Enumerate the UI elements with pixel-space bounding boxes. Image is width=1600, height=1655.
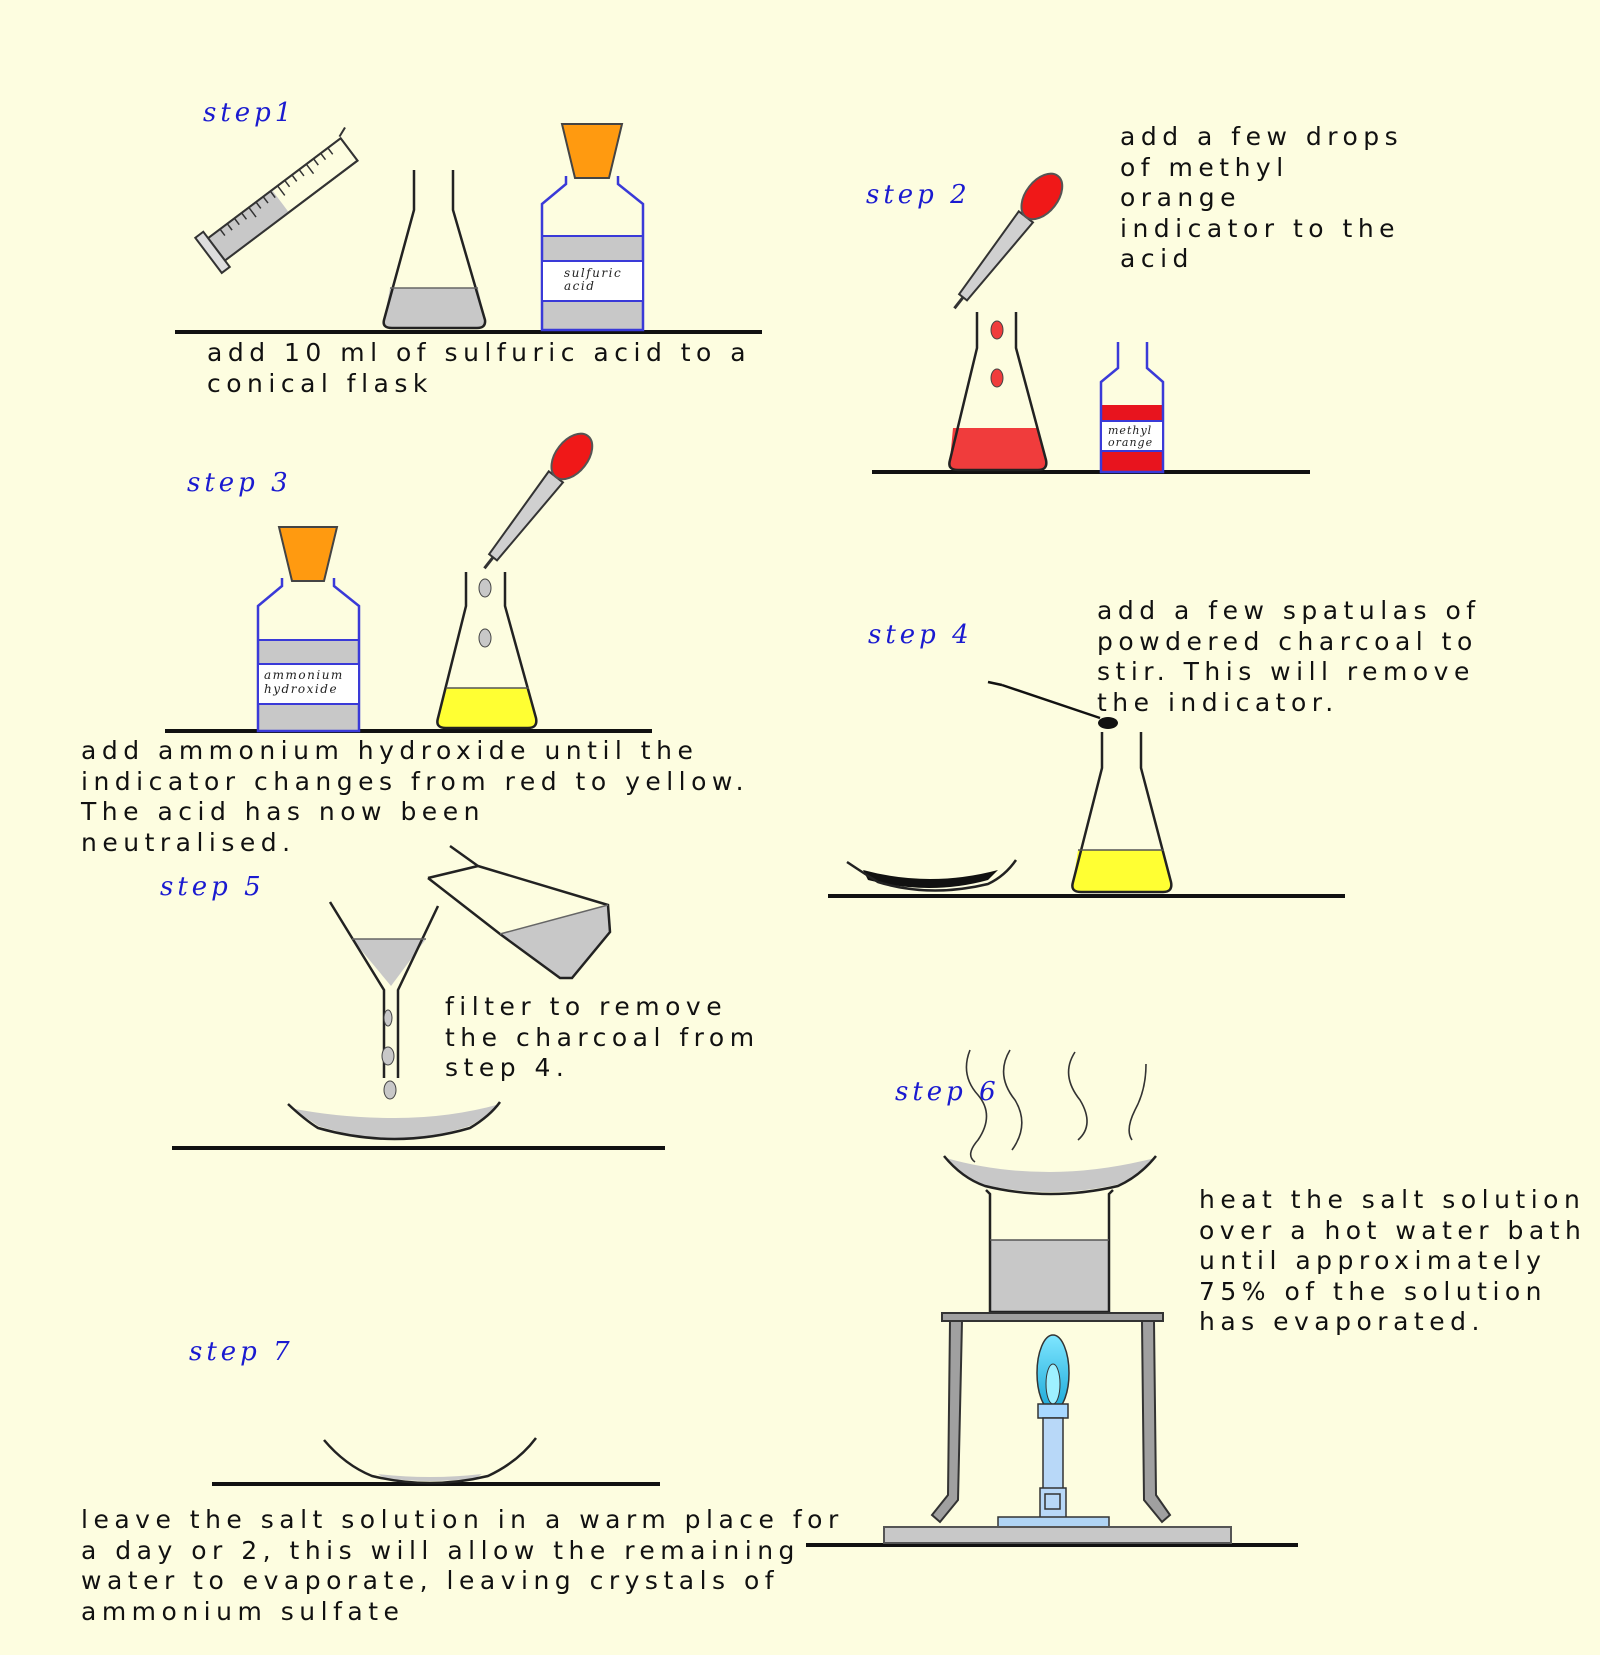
description-line: add a few drops xyxy=(1120,122,1404,151)
steam xyxy=(965,1049,1147,1163)
drop xyxy=(383,1009,393,1027)
drop xyxy=(381,1046,395,1066)
pouring-flask xyxy=(427,844,612,980)
drop xyxy=(383,1080,397,1100)
step-description: add a few drops of methyl orange indicat… xyxy=(1120,122,1403,275)
step-label: step 7 xyxy=(189,1337,294,1367)
description-line: acid xyxy=(1120,244,1194,273)
methyl-orange-bottle: methyl orange xyxy=(1099,342,1165,474)
step-label: step 5 xyxy=(160,872,265,902)
step-label: step 2 xyxy=(866,180,971,210)
description-line: add a few spatulas of xyxy=(1097,596,1481,625)
step-label: step1 xyxy=(203,98,296,128)
step-label: step 3 xyxy=(187,468,292,498)
description-line: indicator changes from red to yellow. xyxy=(81,766,750,796)
step4-apparatus xyxy=(828,680,1345,898)
conical-flask xyxy=(382,170,487,330)
conical-flask-yellow xyxy=(436,572,538,730)
step5-apparatus xyxy=(172,844,665,1150)
description-line: step 4. xyxy=(445,1053,570,1082)
description-line: 75% of the solution xyxy=(1199,1276,1548,1306)
description-line: leave the salt solution in a warm place … xyxy=(81,1505,844,1534)
description-line: neutralised. xyxy=(81,827,296,857)
water-bath-beaker xyxy=(985,1189,1114,1314)
description-line: heat the salt solution xyxy=(1199,1185,1586,1214)
description-line: filter to remove xyxy=(445,992,728,1021)
bottle-label-text: hydroxide xyxy=(264,682,338,696)
evaporating-dish xyxy=(323,1437,537,1485)
description-line: indicator to the xyxy=(1120,213,1401,243)
bunsen-burner xyxy=(997,1334,1110,1528)
description-line: orange xyxy=(1120,183,1241,212)
bottle-label-text: ammonium xyxy=(264,668,344,682)
description-line: add 10 ml of sulfuric acid to a xyxy=(207,338,752,367)
filter-funnel xyxy=(328,901,440,1100)
measuring-cylinder xyxy=(193,126,359,275)
evaporating-dish xyxy=(943,1155,1157,1196)
step1-apparatus: sulfuric acid xyxy=(175,123,762,334)
description-line: stir. This will remove xyxy=(1097,657,1475,686)
step-description: add 10 ml of sulfuric acid to a conical … xyxy=(207,338,751,399)
step6-apparatus xyxy=(806,1049,1298,1547)
description-line: The acid has now been xyxy=(81,797,485,826)
tripod xyxy=(930,1312,1172,1524)
dropper xyxy=(483,432,594,570)
description-line: the indicator. xyxy=(1097,687,1339,717)
step-description: add a few spatulas of powdered charcoal … xyxy=(1097,596,1481,718)
ammonium-hydroxide-bottle: ammonium hydroxide xyxy=(256,526,361,733)
description-line: add ammonium hydroxide until the xyxy=(81,736,699,765)
drop xyxy=(990,320,1004,340)
description-line: the charcoal from xyxy=(445,1022,760,1052)
spatula xyxy=(987,680,1118,729)
conical-flask-red xyxy=(948,312,1048,472)
dropper xyxy=(953,172,1064,310)
description-line: has evaporated. xyxy=(1199,1307,1485,1336)
description-line: powdered charcoal to xyxy=(1097,626,1478,656)
description-line: over a hot water bath xyxy=(1199,1215,1587,1245)
bottle-label-text: methyl xyxy=(1108,424,1152,437)
bottle-label-text: sulfuric xyxy=(564,266,622,280)
description-line: ammonium sulfate xyxy=(81,1596,405,1626)
description-line: of methyl xyxy=(1120,152,1289,182)
step3-apparatus: ammonium hydroxide xyxy=(165,432,652,733)
description-line: conical flask xyxy=(207,368,433,398)
step7-apparatus xyxy=(212,1437,660,1486)
description-line: a day or 2, this will allow the remainin… xyxy=(81,1535,800,1565)
drop xyxy=(478,578,492,598)
drop xyxy=(990,368,1004,388)
evaporating-dish xyxy=(287,1101,502,1141)
charcoal-dish xyxy=(846,859,1018,892)
step-description: leave the salt solution in a warm place … xyxy=(81,1505,844,1627)
step-description: add ammonium hydroxide until the indicat… xyxy=(81,736,749,858)
step-description: heat the salt solution over a hot water … xyxy=(1199,1185,1586,1338)
bottle-label-text: acid xyxy=(564,279,595,293)
step2-apparatus: methyl orange xyxy=(872,172,1310,474)
bottle-label-text: orange xyxy=(1108,436,1153,449)
step-description: filter to remove the charcoal from step … xyxy=(445,992,760,1084)
step-label: step 4 xyxy=(868,620,973,650)
drop xyxy=(478,628,492,648)
description-line: until approximately xyxy=(1199,1246,1547,1275)
sulfuric-acid-bottle: sulfuric acid xyxy=(540,123,645,332)
conical-flask-yellow xyxy=(1071,732,1173,894)
description-line: water to evaporate, leaving crystals of xyxy=(81,1566,780,1595)
heat-mat xyxy=(883,1526,1232,1544)
step-label: step 6 xyxy=(895,1077,1000,1107)
